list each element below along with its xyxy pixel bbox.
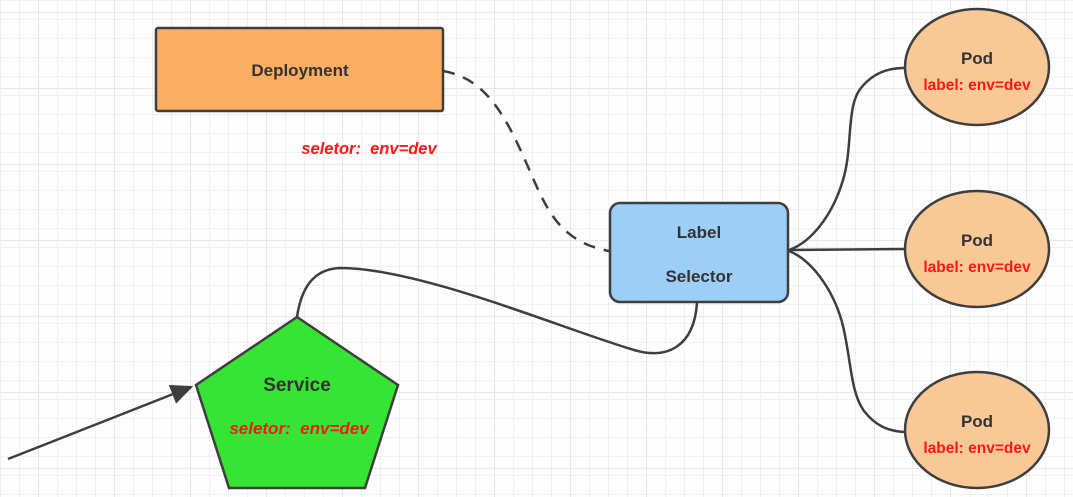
- deployment-selector-annotation: seletor: env=dev: [301, 140, 437, 158]
- edge-service-to-selector[interactable]: [295, 266, 699, 355]
- pod-2-ellipse[interactable]: [903, 189, 1051, 309]
- pod-1-sublabel: label: env=dev: [923, 77, 1031, 94]
- pod-3-label: Pod: [961, 412, 993, 431]
- edge-selector-to-pod-1[interactable]: [788, 66, 905, 252]
- pod-2-sublabel: label: env=dev: [923, 259, 1031, 276]
- pod-3-ellipse[interactable]: [903, 370, 1051, 490]
- deployment-rect[interactable]: [154, 26, 445, 113]
- service-pentagon[interactable]: [194, 315, 400, 490]
- deployment-node[interactable]: Deployment: [154, 26, 445, 113]
- pod-node-2[interactable]: Pod label: env=dev: [903, 189, 1051, 309]
- incoming-arrow[interactable]: [7, 385, 194, 461]
- pod-node-1[interactable]: Pod label: env=dev: [903, 7, 1051, 127]
- deployment-label: Deployment: [251, 61, 349, 80]
- edge-deployment-to-selector[interactable]: [442, 69, 610, 253]
- label-selector-line1: Label: [677, 223, 721, 242]
- edge-selector-to-pod-3[interactable]: [788, 249, 905, 434]
- service-label: Service: [263, 375, 331, 396]
- pod-node-3[interactable]: Pod label: env=dev: [903, 370, 1051, 490]
- pod-1-ellipse[interactable]: [903, 7, 1051, 127]
- label-selector-rect[interactable]: [608, 201, 790, 304]
- edge-selector-to-pod-2[interactable]: [788, 247, 906, 252]
- service-selector-annotation: seletor: env=dev: [229, 419, 370, 438]
- pod-3-sublabel: label: env=dev: [923, 440, 1031, 457]
- service-node[interactable]: Service seletor: env=dev: [194, 315, 400, 490]
- pod-2-label: Pod: [961, 231, 993, 250]
- label-selector-node[interactable]: Label Selector: [608, 201, 790, 304]
- label-selector-line2: Selector: [665, 267, 732, 286]
- pod-1-label: Pod: [961, 49, 993, 68]
